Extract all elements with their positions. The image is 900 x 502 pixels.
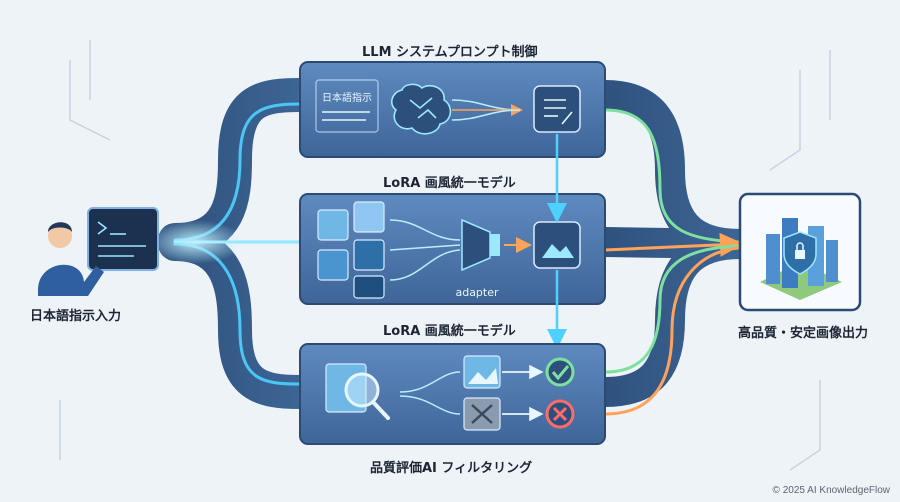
- output-streams: [603, 108, 744, 416]
- user-at-terminal-icon: [38, 207, 159, 296]
- brain-icon: [390, 83, 452, 135]
- image-output-icon: [533, 221, 581, 269]
- copyright-credit: © 2025 AI KnowledgeFlow: [772, 485, 890, 496]
- text-lines-icon: [322, 111, 370, 121]
- panel-quality-filter: [299, 343, 606, 445]
- split-lines: [399, 371, 461, 415]
- input-label: 日本語指示入力: [30, 309, 122, 324]
- japanese-instruction-text: 日本語指示: [322, 91, 372, 104]
- adapter-funnel-icon: [461, 218, 500, 272]
- flow-lines: [451, 99, 523, 121]
- check-icon: [545, 357, 575, 387]
- output-city-icon: [738, 192, 862, 312]
- input-streams: [145, 102, 302, 386]
- stage-title-lora-mid: LoRA 画風統一モデル: [383, 324, 516, 339]
- stage-title-lora-top: LoRA 画風統一モデル: [383, 176, 516, 191]
- merge-lines: [389, 219, 461, 281]
- circuit-lines: [59, 40, 831, 471]
- panel-llm-prompt: 日本語指示: [299, 61, 606, 158]
- stage-title-llm-prompt: LLM システムプロンプト制御: [362, 45, 538, 60]
- panel-lora-adapter: adapter: [299, 193, 606, 305]
- stage-title-quality-filter: 品質評価AI フィルタリング: [370, 461, 533, 476]
- adapter-label: adapter: [455, 286, 499, 299]
- output-label: 高品質・安定画像出力: [738, 326, 869, 341]
- magnifier-icon: [325, 363, 390, 420]
- document-edit-icon: [533, 85, 581, 133]
- image-stack-icon: [317, 201, 385, 299]
